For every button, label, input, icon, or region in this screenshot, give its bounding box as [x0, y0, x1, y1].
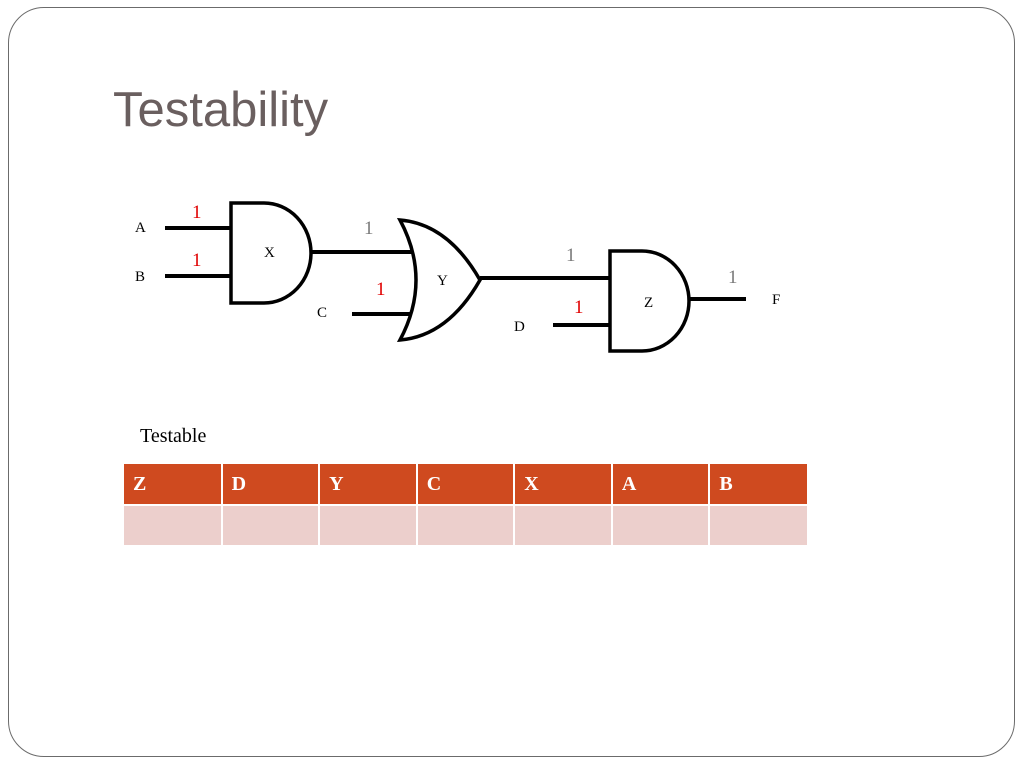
- column-header-z: Z: [124, 464, 223, 506]
- table-cell: [611, 505, 711, 545]
- testable-table: Z D Y C X A B: [124, 464, 807, 545]
- gate-label-x: X: [264, 245, 275, 261]
- table-cell: [124, 505, 223, 545]
- column-header-x: X: [514, 464, 613, 506]
- column-header-y: Y: [319, 464, 418, 506]
- output-label-f: F: [772, 292, 780, 308]
- table-cell: [319, 505, 418, 545]
- input-label-b: B: [135, 269, 145, 285]
- table-cell: [416, 505, 516, 545]
- table-caption: Testable: [140, 425, 207, 447]
- value-b: 1: [192, 250, 202, 271]
- table-cell: [709, 505, 807, 545]
- gate-label-z: Z: [644, 295, 653, 311]
- table-cell: [514, 505, 613, 545]
- value-z-out: 1: [728, 267, 738, 288]
- value-a: 1: [192, 202, 202, 223]
- column-header-c: C: [416, 464, 516, 506]
- value-d: 1: [574, 297, 584, 318]
- value-c: 1: [376, 279, 386, 300]
- table-cell: [221, 505, 321, 545]
- and-gate-x: [229, 201, 313, 305]
- table-row: [124, 505, 807, 545]
- column-header-d: D: [221, 464, 321, 506]
- gate-label-y: Y: [437, 273, 448, 289]
- slide-frame: [8, 7, 1015, 757]
- table-header-row: Z D Y C X A B: [124, 464, 807, 506]
- input-label-c: C: [317, 305, 327, 321]
- input-label-d: D: [514, 319, 525, 335]
- or-gate-y: [396, 217, 483, 343]
- column-header-b: B: [709, 464, 807, 506]
- value-x-out: 1: [364, 218, 374, 239]
- value-y-out: 1: [566, 245, 576, 266]
- input-label-a: A: [135, 220, 146, 236]
- column-header-a: A: [611, 464, 711, 506]
- slide-title: Testability: [113, 83, 329, 137]
- and-gate-z: [608, 249, 691, 353]
